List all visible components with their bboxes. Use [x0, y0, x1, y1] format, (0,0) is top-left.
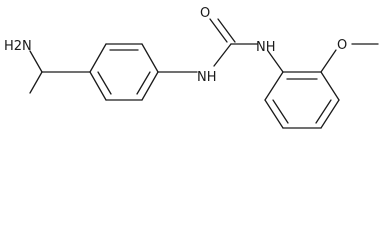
phenylene-ring — [89, 43, 159, 101]
methoxy-oxygen-label: O — [337, 38, 347, 53]
structure-canvas: H2N NH O NH O — [4, 6, 379, 129]
bond-n-ch — [29, 50, 43, 73]
ring2-bond — [264, 99, 284, 129]
methoxyphenyl-ring — [264, 71, 340, 129]
carbonyl-oxygen-label: O — [200, 6, 210, 21]
bond-nh-carbonyl — [213, 43, 232, 67]
bond-nh-ring — [267, 50, 284, 73]
molecule-diagram: H2N NH O NH O — [4, 6, 379, 129]
ring1-bond — [141, 71, 159, 101]
bond-ring-o — [320, 49, 337, 73]
bond-ch-methyl — [29, 71, 43, 94]
ring2-bond — [320, 99, 340, 129]
methoxy-group — [320, 43, 379, 73]
amine-label: H2N — [4, 39, 32, 54]
ring2-bond — [264, 71, 284, 101]
ring1-bond — [89, 43, 107, 73]
aminoethyl-group — [29, 50, 91, 94]
ring1-double-bond — [97, 71, 112, 95]
ring1-bond — [89, 71, 107, 101]
ring2-bond — [320, 71, 340, 101]
ring1-double-bond — [136, 71, 151, 95]
ring2-double-bond — [315, 99, 332, 124]
nh-right-label: NH — [256, 40, 276, 55]
ring1-bond — [141, 43, 159, 73]
urea-linkage — [157, 18, 284, 73]
ring2-double-bond — [272, 99, 289, 124]
carbonyl-double-bond — [217, 18, 236, 43]
carbonyl-double-bond — [209, 18, 228, 43]
nh-left-label: NH — [197, 70, 217, 85]
